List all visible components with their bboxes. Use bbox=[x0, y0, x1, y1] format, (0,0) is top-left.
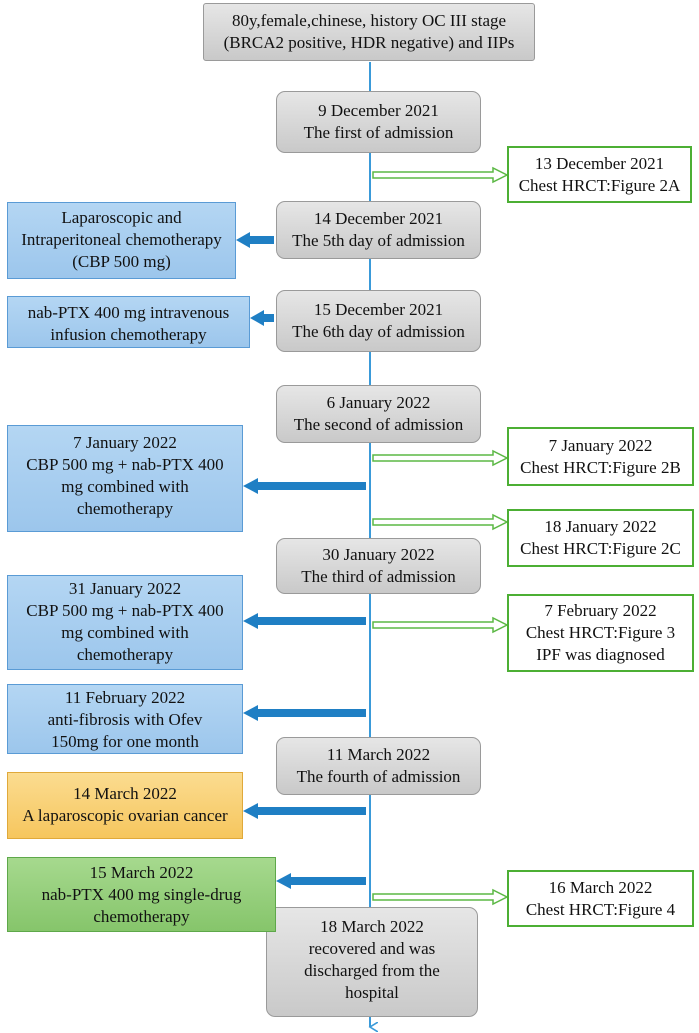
finding-box-jan7: 7 January 2022 Chest HRCT:Figure 2B bbox=[507, 427, 694, 486]
left-arrow bbox=[250, 310, 274, 326]
admission-box-second: 6 January 2022 The second of admission bbox=[276, 385, 481, 443]
finding-line: Chest HRCT:Figure 2A bbox=[518, 175, 681, 195]
admission-box-day5: 14 December 2021 The 5th day of admissio… bbox=[276, 201, 481, 259]
treatment-line: 150mg for one month bbox=[51, 732, 199, 751]
admission-text: The second of admission bbox=[293, 415, 464, 434]
discharge-text: recovered and was bbox=[308, 939, 436, 958]
right-arrow bbox=[372, 449, 509, 467]
treatment-box-jan7: 7 January 2022 CBP 500 mg + nab-PTX 400 … bbox=[7, 425, 243, 532]
right-arrow bbox=[372, 166, 509, 184]
admission-box-day6: 15 December 2021 The 6th day of admissio… bbox=[276, 290, 481, 352]
admission-text: The fourth of admission bbox=[296, 767, 461, 786]
finding-line: 18 January 2022 bbox=[544, 517, 657, 536]
admission-date: 9 December 2021 bbox=[318, 101, 439, 120]
finding-line: 13 December 2021 bbox=[534, 153, 665, 173]
admission-box-fourth: 11 March 2022 The fourth of admission bbox=[276, 737, 481, 795]
finding-line: Chest HRCT:Figure 3 bbox=[525, 623, 676, 642]
admission-text: The first of admission bbox=[303, 123, 454, 142]
finding-box-jan18: 18 January 2022 Chest HRCT:Figure 2C bbox=[507, 509, 694, 567]
discharge-text: discharged from the bbox=[304, 961, 440, 980]
finding-box-dec13: 13 December 2021 Chest HRCT:Figure 2A bbox=[507, 146, 692, 203]
admission-date: 15 December 2021 bbox=[313, 300, 444, 319]
treatment-line: CBP 500 mg + nab-PTX 400 bbox=[26, 601, 224, 620]
treatment-line: (CBP 500 mg) bbox=[72, 252, 171, 271]
finding-line: Chest HRCT:Figure 4 bbox=[525, 899, 676, 919]
treatment-box-laparoscopic: Laparoscopic and Intraperitoneal chemoth… bbox=[7, 202, 236, 279]
finding-line: 7 February 2022 bbox=[544, 601, 657, 620]
treatment-line: A laparoscopic ovarian cancer bbox=[22, 806, 228, 825]
treatment-line: chemotherapy bbox=[93, 907, 190, 926]
treatment-line: 15 March 2022 bbox=[89, 863, 194, 882]
admission-text: The 5th day of admission bbox=[292, 231, 465, 250]
discharge-text: hospital bbox=[345, 983, 399, 1002]
treatment-line: anti-fibrosis with Ofev bbox=[47, 710, 203, 729]
admission-text: The third of admission bbox=[301, 567, 456, 586]
patient-summary-box: 80y,female,chinese, history OC III stage… bbox=[203, 3, 535, 61]
finding-box-mar16: 16 March 2022 Chest HRCT:Figure 4 bbox=[507, 870, 694, 927]
treatment-line: mg combined with bbox=[61, 623, 189, 642]
admission-box-third: 30 January 2022 The third of admission bbox=[276, 538, 481, 594]
left-arrow bbox=[243, 803, 366, 819]
admission-date: 6 January 2022 bbox=[326, 393, 431, 412]
treatment-line: 31 January 2022 bbox=[68, 579, 182, 598]
admission-box-first: 9 December 2021 The first of admission bbox=[276, 91, 481, 153]
treatment-box-mar15: 15 March 2022 nab-PTX 400 mg single-drug… bbox=[7, 857, 276, 932]
patient-summary-line: (BRCA2 positive, HDR negative) and IIPs bbox=[223, 33, 515, 52]
left-arrow bbox=[276, 873, 366, 889]
left-arrow bbox=[243, 613, 366, 629]
treatment-line: mg combined with bbox=[61, 477, 189, 496]
finding-box-feb7: 7 February 2022 Chest HRCT:Figure 3 IPF … bbox=[507, 594, 694, 672]
treatment-box-jan31: 31 January 2022 CBP 500 mg + nab-PTX 400… bbox=[7, 575, 243, 670]
treatment-line: Intraperitoneal chemotherapy bbox=[21, 230, 222, 249]
finding-line: Chest HRCT:Figure 2B bbox=[520, 457, 681, 477]
right-arrow bbox=[372, 513, 509, 531]
finding-line: IPF was diagnosed bbox=[536, 645, 665, 664]
finding-line: 7 January 2022 bbox=[548, 435, 653, 455]
left-arrow bbox=[236, 232, 274, 248]
admission-text: The 6th day of admission bbox=[292, 322, 465, 341]
treatment-line: infusion chemotherapy bbox=[50, 325, 207, 344]
treatment-box-nab-ptx-infusion: nab-PTX 400 mg intravenous infusion chem… bbox=[7, 296, 250, 348]
finding-line: Chest HRCT:Figure 2C bbox=[520, 539, 681, 558]
treatment-line: nab-PTX 400 mg intravenous bbox=[27, 303, 230, 322]
admission-date: 11 March 2022 bbox=[326, 745, 431, 764]
treatment-line: nab-PTX 400 mg single-drug bbox=[41, 885, 242, 904]
admission-date: 14 December 2021 bbox=[313, 209, 444, 228]
patient-summary-line: 80y,female,chinese, history OC III stage bbox=[231, 11, 507, 30]
right-arrow bbox=[372, 888, 509, 906]
discharge-date: 18 March 2022 bbox=[320, 917, 424, 936]
surgery-box-mar14: 14 March 2022 A laparoscopic ovarian can… bbox=[7, 772, 243, 839]
treatment-box-ofev: 11 February 2022 anti-fibrosis with Ofev… bbox=[7, 684, 243, 754]
finding-line: 16 March 2022 bbox=[548, 877, 653, 897]
right-arrow bbox=[372, 616, 509, 634]
left-arrow bbox=[243, 705, 366, 721]
admission-date: 30 January 2022 bbox=[322, 545, 435, 564]
treatment-line: 11 February 2022 bbox=[64, 688, 186, 707]
treatment-line: 14 March 2022 bbox=[73, 784, 177, 803]
treatment-line: CBP 500 mg + nab-PTX 400 bbox=[26, 455, 224, 474]
treatment-line: 7 January 2022 bbox=[73, 433, 177, 452]
treatment-line: chemotherapy bbox=[76, 499, 174, 518]
left-arrow bbox=[243, 478, 366, 494]
treatment-line: chemotherapy bbox=[76, 645, 174, 664]
treatment-line: Laparoscopic and bbox=[61, 208, 182, 227]
discharge-box: 18 March 2022 recovered and was discharg… bbox=[266, 907, 478, 1017]
